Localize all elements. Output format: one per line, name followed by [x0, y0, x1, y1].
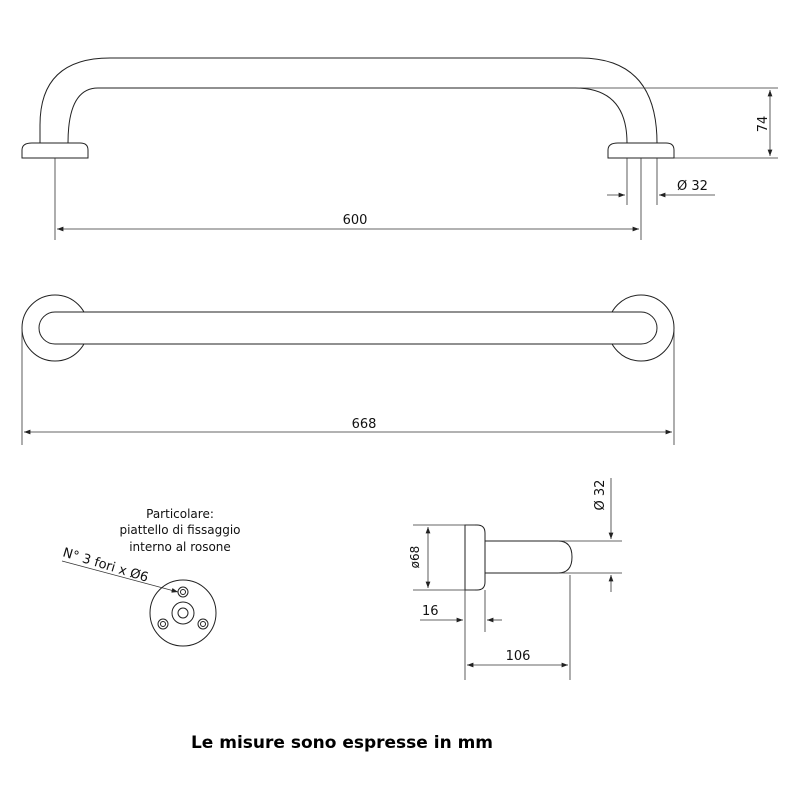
- detail-line2: piattello di fissaggio: [119, 523, 240, 537]
- left-rosette: [21, 142, 89, 159]
- right-rosette: [607, 142, 675, 159]
- units-note: Le misure sono espresse in mm: [191, 733, 493, 753]
- dim-thickness-16: 16: [422, 604, 439, 619]
- side-tube: [485, 540, 573, 574]
- dim-diameter-32: Ø 32: [677, 179, 708, 194]
- bar-front: [38, 311, 658, 345]
- detail-title: Particolare:: [146, 507, 214, 521]
- bar-outer-outline: [39, 57, 658, 144]
- detail-line3: interno al rosone: [129, 540, 231, 554]
- dim-width-600: 600: [343, 213, 368, 228]
- top-view: 74 600 Ø 32: [21, 57, 778, 240]
- detail-plate: Particolare: piattello di fissaggio inte…: [61, 507, 241, 647]
- dim-tube-32: Ø 32: [593, 480, 608, 511]
- dim-height-74: 74: [756, 116, 771, 133]
- dim-rosette-68: ø68: [408, 546, 422, 569]
- side-view: ø68 Ø 32 16 106: [408, 478, 622, 680]
- dim-depth-106: 106: [506, 649, 531, 664]
- side-rosette: [464, 524, 486, 591]
- bar-inner-outline: [67, 87, 628, 144]
- dim-total-668: 668: [352, 417, 377, 432]
- front-view: 668: [21, 294, 675, 445]
